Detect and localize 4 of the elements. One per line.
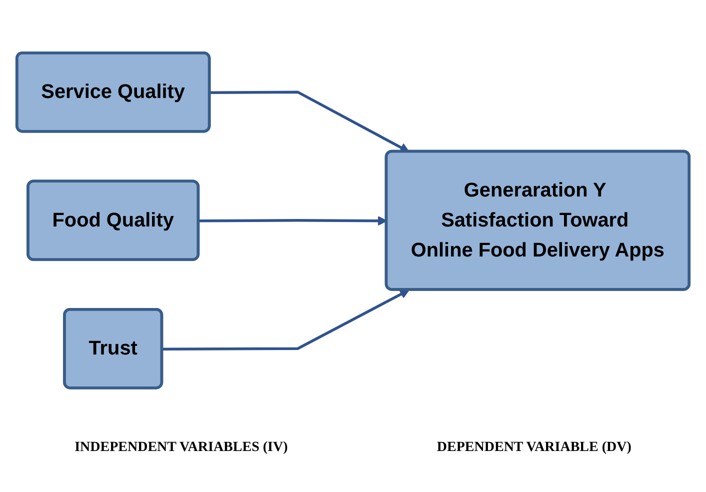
axis-caption: INDEPENDENT VARIABLES (IV) <box>74 440 288 456</box>
arrow <box>162 289 410 350</box>
arrow <box>210 90 410 152</box>
axis-caption: DEPENDENT VARIABLE (DV) <box>436 440 632 456</box>
